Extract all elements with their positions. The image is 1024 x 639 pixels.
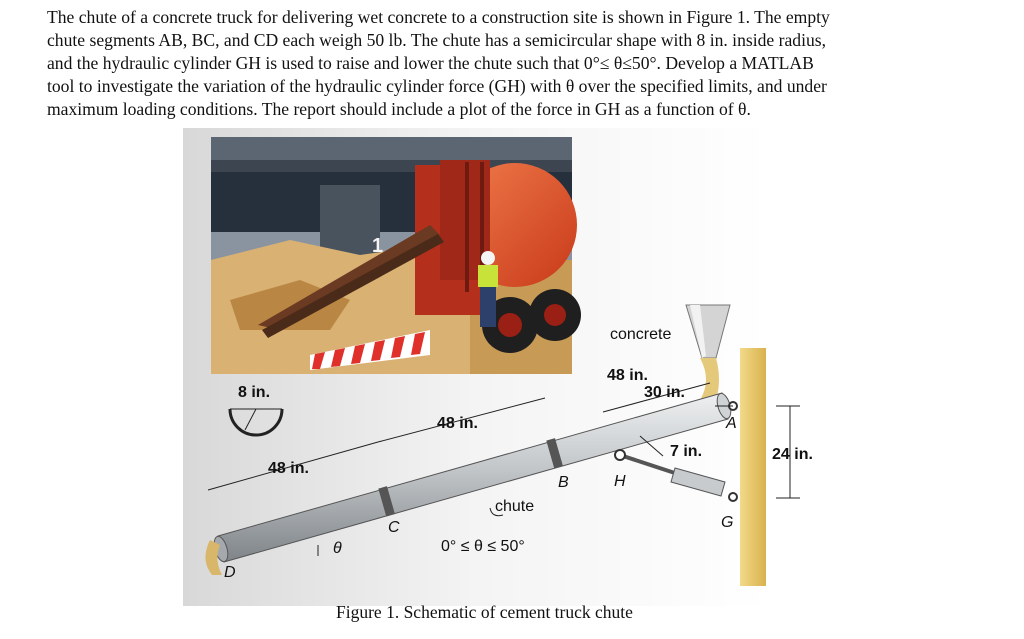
truck-photo: 1	[211, 137, 581, 374]
dim-30: 30 in.	[644, 384, 685, 401]
dim-48-left: 48 in.	[268, 460, 309, 477]
point-g: G	[721, 514, 733, 531]
dimension-lines	[207, 382, 800, 517]
point-d: D	[224, 564, 236, 581]
point-a: A	[725, 415, 737, 432]
dim-7: 7 in.	[670, 443, 702, 460]
chute-cross-section	[228, 408, 284, 437]
problem-line: The chute of a concrete truck for delive…	[47, 7, 830, 27]
dim-8: 8 in.	[238, 384, 270, 401]
problem-line: maximum loading conditions. The report s…	[47, 99, 751, 119]
label-theta-range: 0° ≤ θ ≤ 50°	[441, 538, 525, 555]
truck-wall	[740, 348, 766, 586]
concrete-hopper	[685, 304, 731, 400]
problem-statement: The chute of a concrete truck for delive…	[47, 6, 987, 121]
point-c: C	[388, 519, 400, 536]
problem-line: and the hydraulic cylinder GH is used to…	[47, 53, 814, 73]
photo-marker: 1	[372, 235, 383, 257]
dim-48-mid: 48 in.	[437, 415, 478, 432]
point-h: H	[614, 473, 626, 490]
problem-line: tool to investigate the variation of the…	[47, 76, 827, 96]
dim-48-top: 48 in.	[607, 367, 648, 384]
problem-line: chute segments AB, BC, and CD each weigh…	[47, 30, 827, 50]
label-chute: chute	[495, 498, 534, 515]
point-b: B	[558, 474, 569, 491]
chute	[205, 392, 732, 575]
joint-b	[546, 438, 563, 469]
label-concrete: concrete	[610, 326, 671, 343]
label-theta: θ	[333, 540, 342, 557]
figure-caption: Figure 1. Schematic of cement truck chut…	[336, 602, 633, 622]
dim-24: 24 in.	[772, 446, 813, 463]
joint-c	[378, 486, 395, 517]
hydraulic-cylinder	[614, 401, 738, 502]
